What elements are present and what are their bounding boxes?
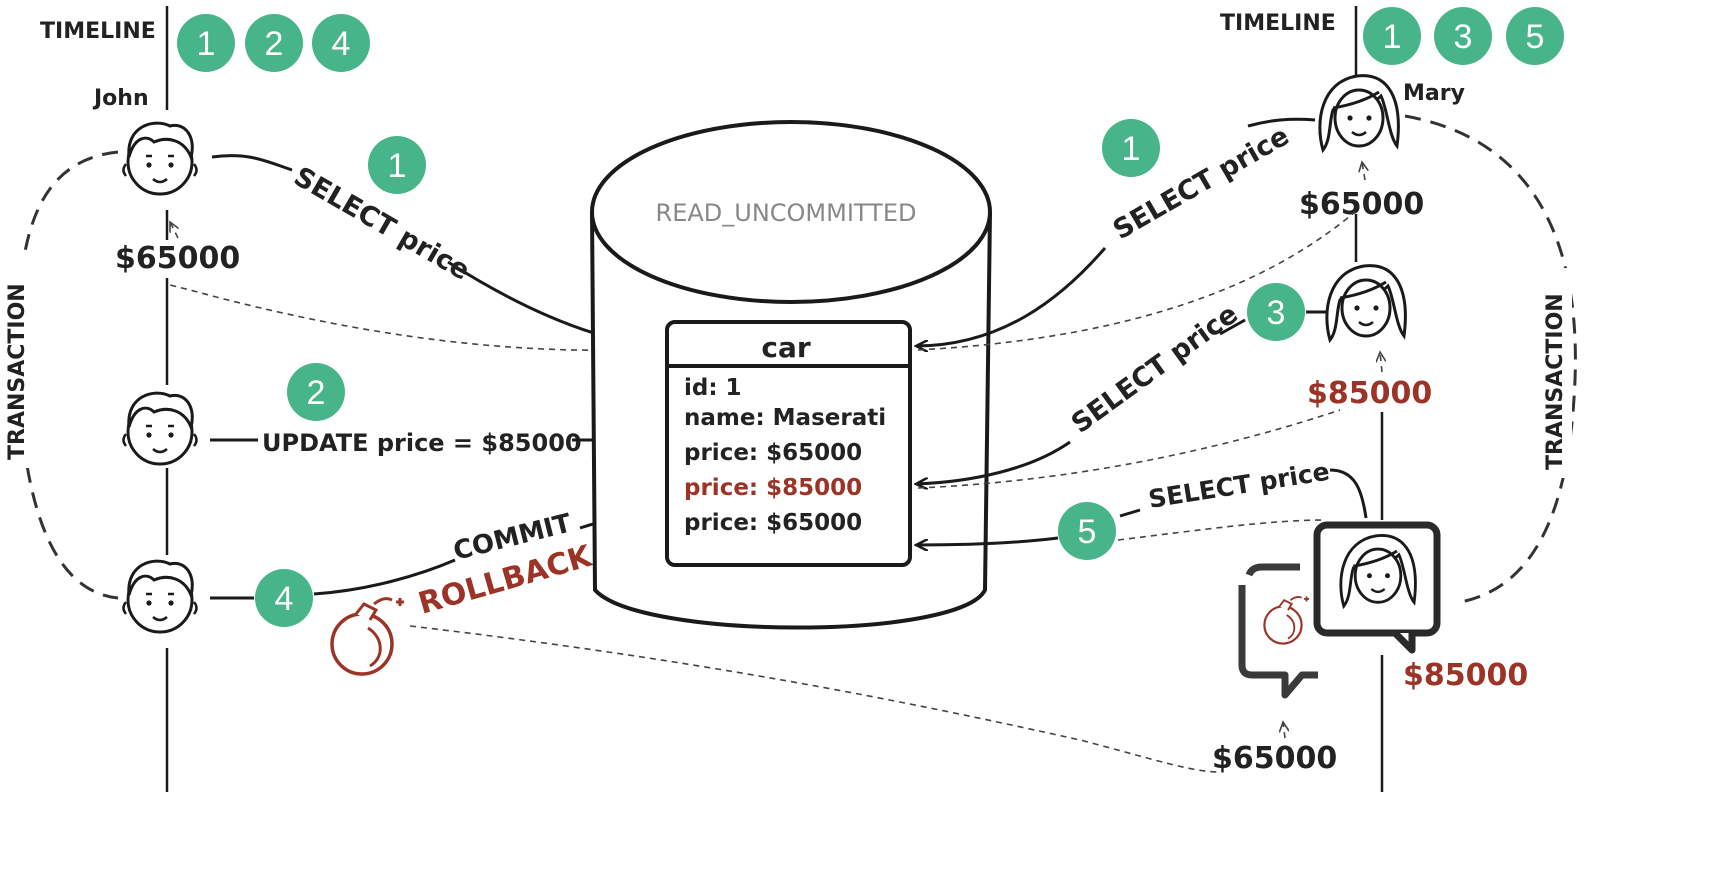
john-read-arrow: [170, 222, 178, 239]
mary-read-value-1: $65000: [1299, 187, 1424, 222]
car-table: [665, 320, 912, 567]
mary-select3-return: [917, 409, 1341, 489]
john-avatar-2: [122, 391, 198, 466]
mary-timeline-badge-5: 5: [1506, 7, 1564, 65]
mary-select1-return: [917, 211, 1356, 351]
svg-text:2: 2: [265, 25, 284, 63]
rollback-bomb-icon: [330, 596, 406, 676]
john-transaction-label: TRANSACTION: [5, 283, 30, 460]
mary-select5-line-b: [1119, 508, 1141, 518]
svg-text:1: 1: [197, 25, 216, 63]
svg-text:3: 3: [1454, 18, 1473, 56]
mary-select3-arrow: [916, 440, 1071, 484]
mary-timeline-label: TIMELINE: [1220, 11, 1336, 36]
svg-text:1: 1: [1122, 130, 1141, 168]
mary-select5-return: [1117, 519, 1326, 541]
mary-transaction-bracket: [1404, 114, 1577, 605]
mary-select5-label: SELECT price: [1146, 457, 1331, 514]
john-update-label: UPDATE price = $85000: [262, 429, 582, 457]
john-step-badge-4: 4: [255, 569, 313, 627]
svg-text:2: 2: [307, 374, 326, 412]
mary-select3-line-b: [1219, 318, 1246, 336]
table-row-price-dirty: price: $85000: [684, 475, 862, 501]
table-name: car: [761, 331, 810, 364]
john-step-badge-1: 1: [368, 136, 426, 194]
svg-text:1: 1: [388, 147, 407, 185]
john-select-line-a: [211, 154, 293, 172]
mary-bubble-bomb-icon: [1263, 595, 1311, 645]
mary-name: Mary: [1403, 81, 1465, 106]
john-select-return: [169, 284, 666, 351]
mary-actual-value: $65000: [1212, 741, 1337, 776]
mary-step-badge-5: 5: [1058, 502, 1116, 560]
mary-select3-label: SELECT price: [1066, 299, 1244, 440]
mary-step-badge-3: 3: [1247, 283, 1305, 341]
svg-text:5: 5: [1078, 513, 1097, 551]
john-step-badge-2: 2: [287, 363, 345, 421]
table-row-price-restored: price: $65000: [684, 510, 862, 536]
mary-read-arrow-1: [1362, 162, 1365, 181]
mary-bubble-actual: [1238, 563, 1318, 699]
svg-text:4: 4: [275, 580, 294, 618]
svg-text:3: 3: [1267, 294, 1286, 332]
svg-text:1: 1: [1383, 18, 1402, 56]
rollback-dotted-path: [409, 625, 1221, 773]
john-timeline-badge-2: 2: [245, 14, 303, 72]
mary-timeline-badge-1: 1: [1363, 7, 1421, 65]
john-timeline-badge-1: 1: [177, 14, 235, 72]
john-avatar-1: [122, 121, 198, 196]
svg-text:5: 5: [1526, 18, 1545, 56]
john-timeline-label: TIMELINE: [40, 19, 156, 44]
isolation-level-label: READ_UNCOMMITTED: [656, 199, 917, 227]
john-read-value: $65000: [115, 241, 240, 276]
john-name: John: [92, 86, 149, 111]
john-transaction-bracket: [16, 150, 119, 600]
mary-transaction-label: TRANSACTION: [1543, 293, 1568, 470]
table-row-id: id: 1: [684, 375, 742, 401]
table-row-name: name: Maserati: [684, 405, 886, 431]
mary-avatar-2: [1325, 264, 1407, 342]
mary-step-badge-1: 1: [1102, 119, 1160, 177]
mary-select5-arrow: [916, 536, 1059, 545]
mary-result-value: $85000: [1403, 658, 1528, 693]
svg-text:4: 4: [332, 25, 351, 63]
mary-read-arrow-3: [1380, 352, 1382, 373]
mary-actual-arrow: [1283, 722, 1285, 739]
table-row-price-original: price: $65000: [684, 440, 862, 466]
mary-select1-arrow: [916, 247, 1107, 346]
john-avatar-3: [122, 559, 198, 634]
mary-timeline-badge-3: 3: [1434, 7, 1492, 65]
mary-avatar-1: [1318, 74, 1400, 152]
john-commit-line-b: [313, 558, 456, 596]
mary-select5-line-a: [1329, 468, 1368, 519]
john-timeline-badge-4: 4: [312, 14, 370, 72]
mary-read-value-3: $85000: [1307, 376, 1432, 411]
mary-select1-line-a: [1247, 117, 1316, 128]
